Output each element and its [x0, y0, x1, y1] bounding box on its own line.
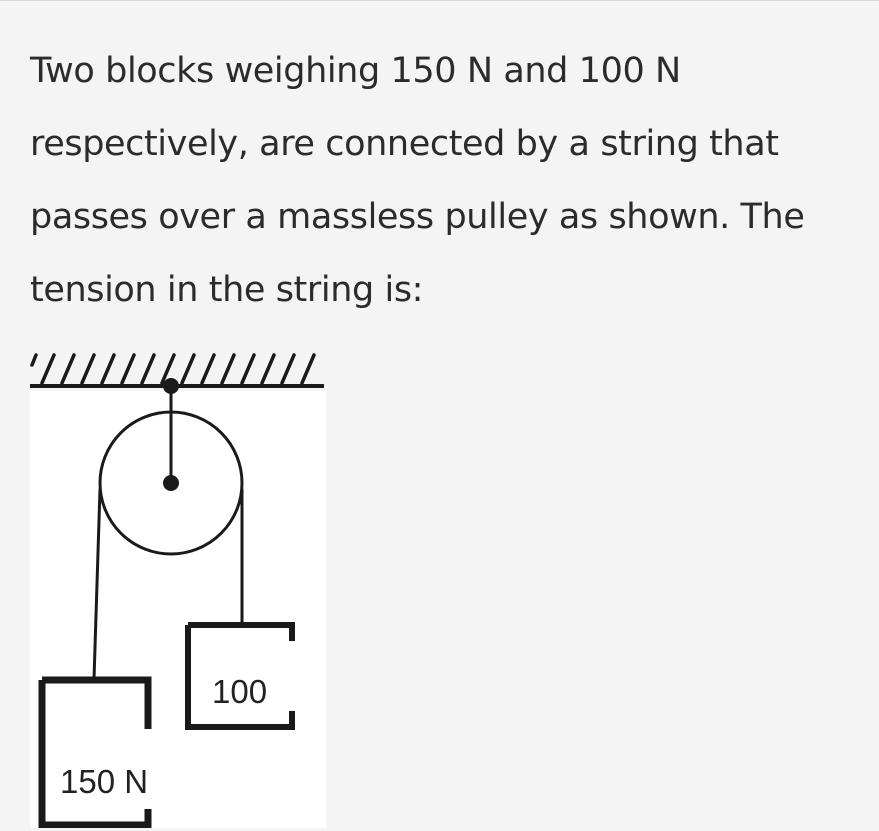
- pulley-axle-dot: [163, 475, 179, 491]
- right-block: 100: [185, 622, 295, 730]
- pulley-wheel: [98, 410, 244, 556]
- left-string: [92, 488, 102, 680]
- ceiling-pivot-dot: [163, 378, 179, 394]
- pulley-diagram: 100 150 N: [30, 341, 326, 828]
- right-block-label: 100: [212, 673, 267, 710]
- question-text: Two blocks weighing 150 N and 100 N resp…: [30, 51, 805, 310]
- ceiling-hatching: [30, 353, 316, 385]
- left-block-label: 150 N: [60, 763, 148, 800]
- left-block: 150 N: [38, 676, 152, 828]
